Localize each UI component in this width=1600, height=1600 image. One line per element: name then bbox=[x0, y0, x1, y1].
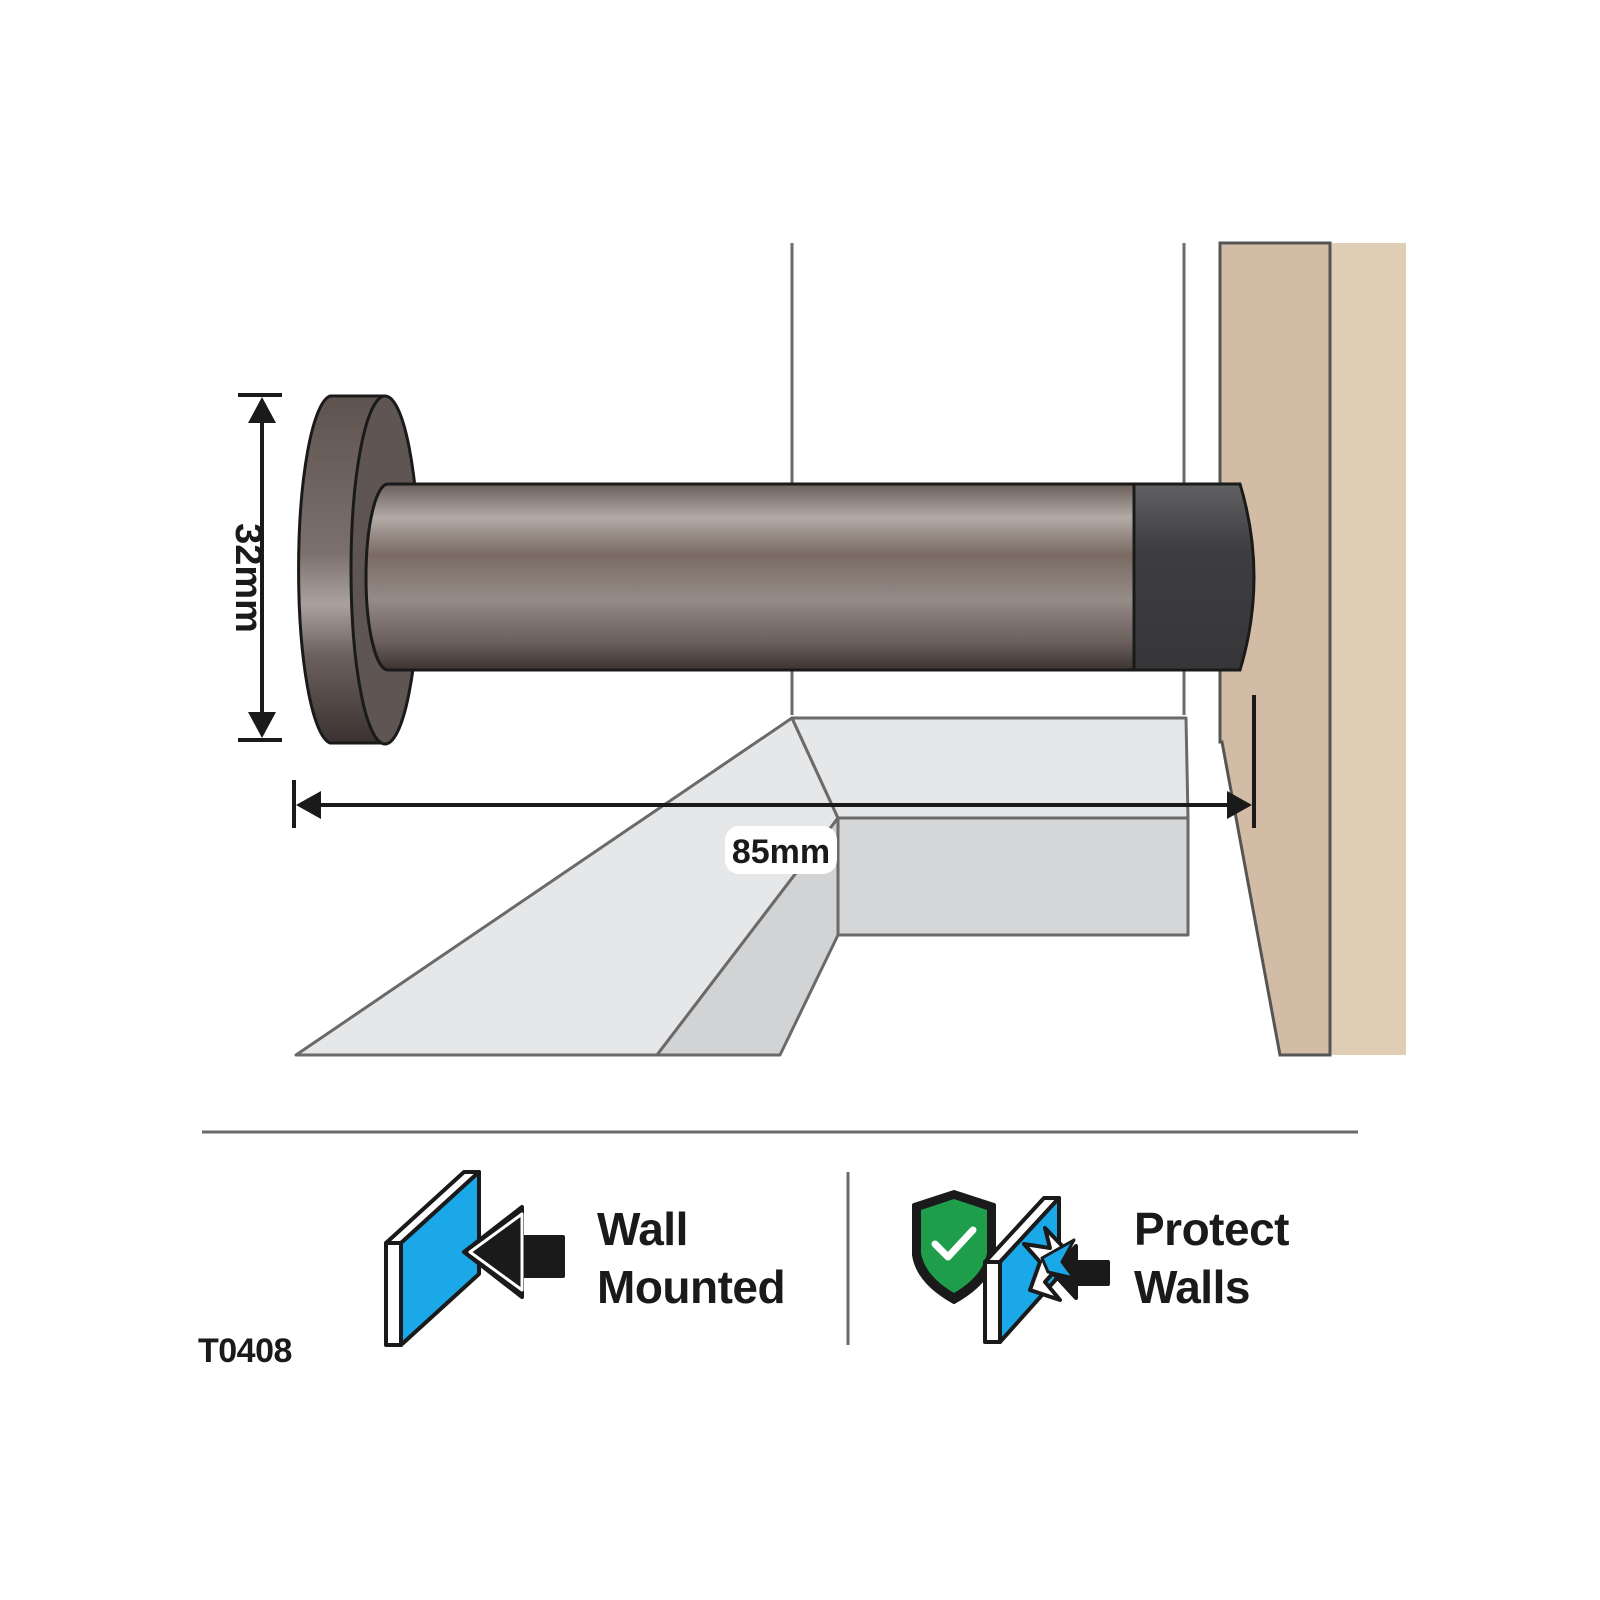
protect-walls-icon bbox=[983, 1196, 1110, 1344]
feature-protect-walls-line1: Protect bbox=[1134, 1203, 1289, 1255]
feature-wall-mounted: Wall Mounted bbox=[597, 1200, 786, 1316]
wall-mount-icon bbox=[384, 1170, 565, 1347]
feature-wall-mounted-line2: Mounted bbox=[597, 1261, 786, 1313]
height-label: 32mm bbox=[227, 523, 269, 633]
door bbox=[1218, 241, 1406, 1057]
shield-check-icon bbox=[912, 1190, 996, 1304]
product-code: T0408 bbox=[198, 1332, 292, 1370]
feature-protect-walls-line2: Walls bbox=[1134, 1261, 1250, 1313]
feature-protect-walls: Protect Walls bbox=[1134, 1200, 1289, 1316]
stopper-barrel bbox=[364, 482, 1136, 672]
feature-wall-mounted-line1: Wall bbox=[597, 1203, 688, 1255]
length-label-background bbox=[725, 826, 837, 874]
length-label: 85mm bbox=[732, 833, 830, 871]
length-dimension bbox=[292, 695, 1256, 828]
height-dimension bbox=[238, 393, 282, 742]
skirting-board bbox=[294, 716, 1190, 1057]
stopper-rubber-tip bbox=[1132, 482, 1256, 672]
